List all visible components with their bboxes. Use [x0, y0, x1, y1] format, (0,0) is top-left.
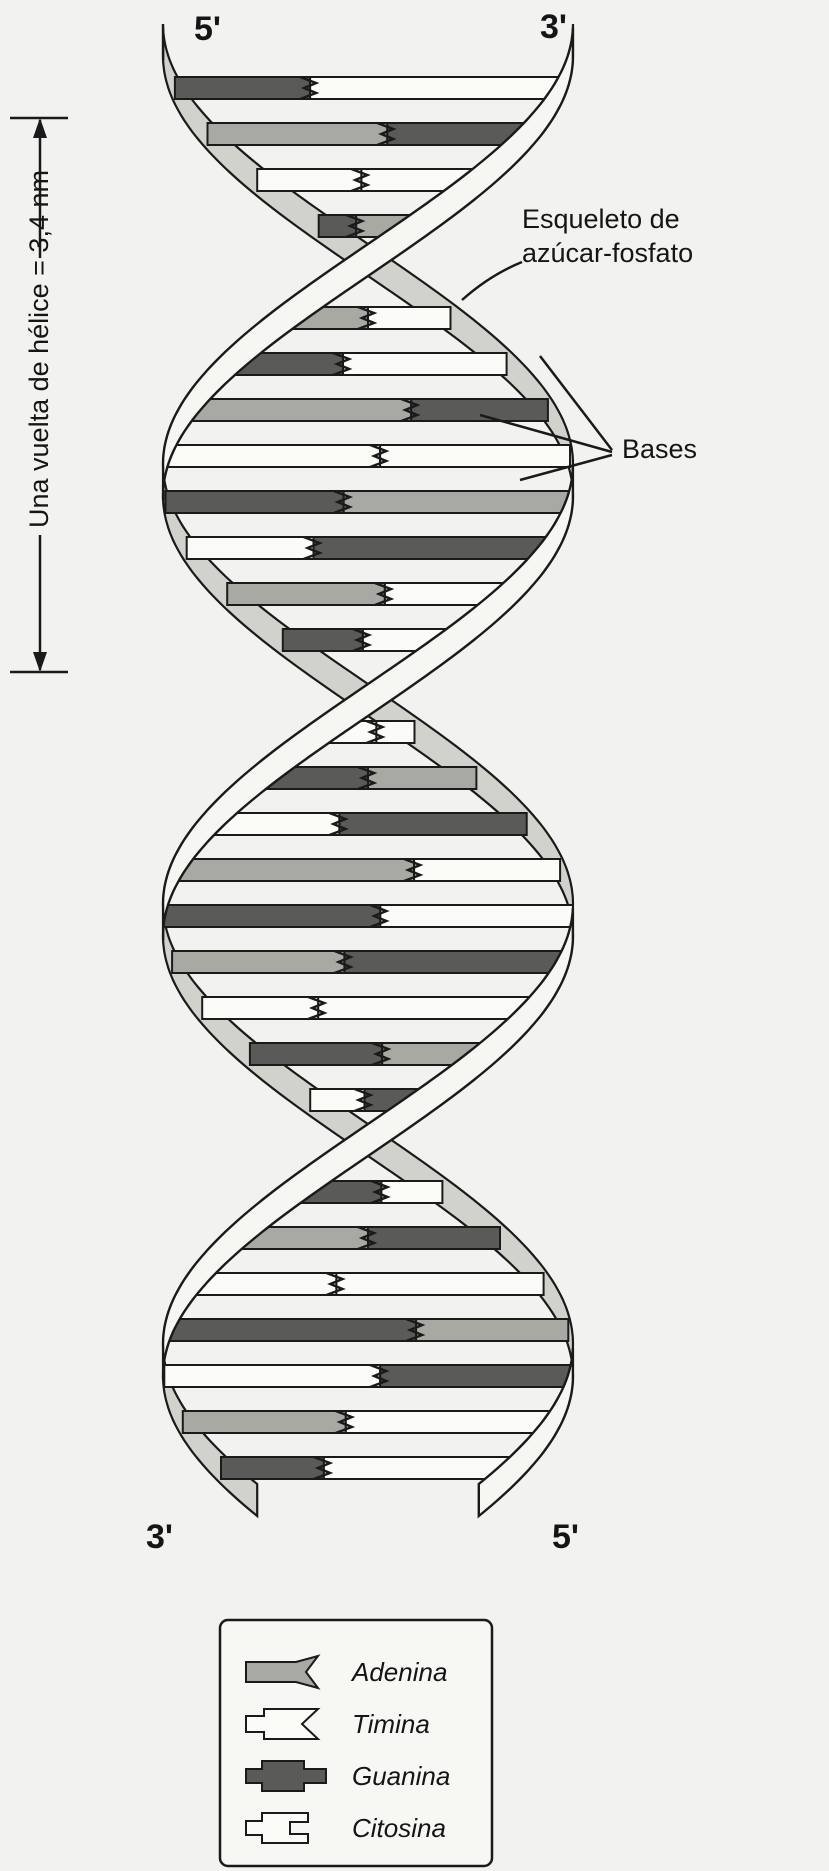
base: [314, 537, 550, 559]
base: [166, 445, 380, 467]
legend-label: Timina: [352, 1709, 430, 1739]
base: [250, 1043, 382, 1065]
base: [411, 399, 548, 421]
base: [202, 997, 318, 1019]
bases-label: Bases: [622, 434, 697, 464]
base: [376, 721, 414, 743]
base-pair: [209, 813, 526, 835]
base-pair: [183, 1411, 554, 1433]
base-pair: [175, 77, 561, 99]
base-pair: [163, 905, 573, 927]
base-pair: [208, 123, 529, 145]
base-pair: [192, 1273, 543, 1295]
base: [345, 951, 564, 973]
base: [166, 491, 344, 513]
base: [339, 813, 526, 835]
legend-label: Adenina: [350, 1657, 447, 1687]
base: [380, 905, 573, 927]
strand-a-backbone-segment: [163, 908, 573, 1380]
base-pair: [176, 859, 560, 881]
base: [172, 951, 344, 973]
base: [346, 1411, 554, 1433]
base: [310, 77, 561, 99]
base: [380, 445, 570, 467]
base: [324, 1457, 515, 1479]
base: [208, 123, 388, 145]
base-pair: [257, 169, 479, 191]
legend-label: Citosina: [352, 1813, 446, 1843]
dimension-arrowhead-up: [33, 118, 47, 138]
base: [368, 307, 451, 329]
backbone-label-line2: azúcar-fosfato: [522, 238, 693, 268]
base-pair: [227, 583, 509, 605]
legend-label: Guanina: [352, 1761, 450, 1791]
base: [336, 1273, 543, 1295]
base-pair: [172, 951, 564, 973]
base-pair: [168, 1319, 569, 1341]
base: [343, 353, 507, 375]
base: [175, 77, 310, 99]
base: [344, 491, 571, 513]
dimension-arrowhead-down: [33, 652, 47, 672]
base-pair: [202, 997, 534, 1019]
base-pair: [164, 1365, 571, 1387]
backbone-leader-line: [462, 262, 522, 300]
backbone-label-line1: Esqueleto de: [522, 204, 680, 234]
base-pair: [221, 1457, 515, 1479]
base: [381, 1181, 442, 1203]
base: [183, 1411, 346, 1433]
strand-end-top-right: 3': [540, 8, 567, 46]
base: [368, 767, 476, 789]
base: [163, 905, 380, 927]
strand-end-top-left: 5': [194, 10, 221, 48]
strand-end-bottom-right: 5': [552, 1518, 579, 1556]
base-pair: [229, 353, 506, 375]
base: [187, 537, 314, 559]
base-pair: [250, 1043, 486, 1065]
base: [164, 1365, 380, 1387]
base-pair: [166, 445, 570, 467]
base: [416, 1319, 568, 1341]
base-pair: [236, 1227, 500, 1249]
base-pair: [166, 491, 571, 513]
base: [257, 169, 361, 191]
dna-helix: [163, 24, 573, 1516]
base-pairs: [163, 77, 573, 1479]
base: [168, 1319, 416, 1341]
base: [414, 859, 560, 881]
helix-turn-label: Una vuelta de hélice = 3,4 nm: [24, 170, 54, 528]
base: [318, 997, 534, 1019]
base: [188, 399, 411, 421]
base: [221, 1457, 324, 1479]
base: [380, 1365, 571, 1387]
base-pair: [187, 537, 550, 559]
base: [227, 583, 385, 605]
helix-turn-dimension: Una vuelta de hélice = 3,4 nm: [10, 118, 68, 672]
base: [283, 629, 363, 651]
strand-end-bottom-left: 3': [146, 1518, 173, 1556]
base: [368, 1227, 500, 1249]
base: [176, 859, 414, 881]
